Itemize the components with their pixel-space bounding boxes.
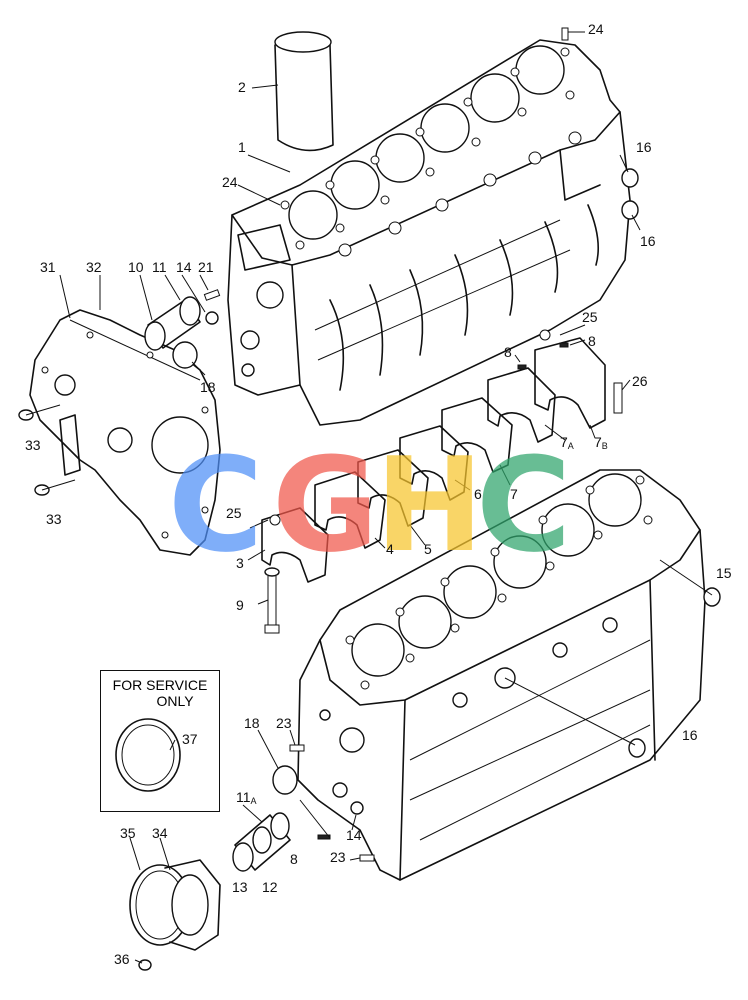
cylinder-liner (274, 31, 334, 152)
label-33-lower: 33 (46, 511, 62, 527)
label-16-upper-a: 16 (636, 139, 652, 155)
label-23-upper: 23 (276, 715, 292, 731)
bearing-cap-7a (487, 367, 556, 443)
pin-26 (613, 382, 623, 414)
label-7b-num: 7 (594, 434, 602, 450)
seal-18-upper (172, 341, 198, 369)
watermark-letter-c1: C (168, 429, 264, 581)
label-5: 5 (424, 541, 432, 557)
pin-21 (203, 289, 221, 301)
label-11: 11 (152, 259, 167, 275)
label-14-upper: 14 (176, 259, 192, 275)
rear-plate (29, 309, 221, 556)
for-service-only-box: FOR SERVICE ONLY (100, 670, 220, 812)
bolt-33-upper (18, 404, 61, 421)
bolt-33-lower (34, 479, 76, 496)
gasket-37 (115, 718, 181, 792)
bearing-cap-3 (261, 507, 329, 583)
label-3: 3 (236, 555, 244, 571)
plug-14-upper (205, 311, 219, 325)
pin-23-lower (359, 854, 375, 862)
watermark-letter-c2: C (476, 429, 572, 581)
label-18-lower: 18 (244, 715, 260, 731)
bearing-cap-6 (399, 425, 469, 501)
for-service-only-title: FOR SERVICE ONLY (101, 677, 219, 709)
label-16-upper-b: 16 (640, 233, 656, 249)
label-13: 13 (232, 879, 248, 895)
dowel-8-lower (317, 834, 331, 840)
label-1: 1 (238, 139, 246, 155)
plug-16-lower (628, 738, 646, 758)
label-9: 9 (236, 597, 244, 613)
label-12: 12 (262, 879, 278, 895)
cover-34 (164, 859, 221, 951)
label-34: 34 (152, 825, 168, 841)
cap-bolt-9 (264, 567, 280, 634)
label-11a-num: 11 (236, 789, 251, 805)
leader-lines (59, 31, 641, 964)
bearing-cap-7b (534, 329, 606, 429)
label-15: 15 (716, 565, 732, 581)
pin-23-upper (289, 744, 305, 752)
label-4: 4 (386, 541, 394, 557)
label-21: 21 (198, 259, 214, 275)
label-2: 2 (238, 79, 246, 95)
label-8-lower: 8 (290, 851, 298, 867)
label-8-upper-left: 8 (504, 344, 512, 360)
label-24-left: 24 (222, 174, 238, 190)
lower-cylinder-block (297, 469, 706, 881)
label-7a: 7A (560, 435, 574, 451)
callout-line-1: FOR SERVICE (112, 677, 208, 693)
label-7b: 7B (594, 435, 608, 451)
label-35: 35 (120, 825, 136, 841)
label-26: 26 (632, 373, 648, 389)
label-11a-sub: A (250, 796, 257, 806)
label-24-top: 24 (588, 21, 604, 37)
bearing-cap-7 (441, 397, 513, 473)
plug-16-upper-a (621, 168, 639, 188)
camshaft-bushing-upper (144, 296, 201, 351)
label-25-lower: 25 (226, 505, 242, 521)
label-6: 6 (474, 486, 482, 502)
label-37: 37 (182, 731, 198, 747)
label-8-upper-right: 8 (588, 333, 596, 349)
label-7a-num: 7 (560, 434, 568, 450)
upper-cylinder-block (227, 39, 631, 426)
label-25-upper: 25 (582, 309, 598, 325)
label-32: 32 (86, 259, 102, 275)
label-31: 31 (40, 259, 56, 275)
dowel-8-a (517, 364, 527, 370)
label-7b-sub: B (601, 441, 608, 451)
camshaft-bushing-lower (232, 812, 291, 872)
label-16-lower: 16 (682, 727, 698, 743)
label-14-lower: 14 (346, 827, 362, 843)
label-10: 10 (128, 259, 144, 275)
plug-16-upper-b (621, 200, 639, 220)
bearing-cap-4 (314, 471, 386, 549)
watermark-letter-h: H (375, 429, 484, 581)
seal-18-lower (272, 765, 298, 795)
label-11a: 11A (236, 790, 257, 806)
label-7: 7 (510, 486, 518, 502)
label-33-upper: 33 (25, 437, 41, 453)
dowel-8-b (559, 342, 569, 348)
watermark-letter-g: G (272, 429, 379, 581)
label-18-upper: 18 (200, 379, 216, 395)
label-7a-sub: A (567, 441, 574, 451)
dowel-24-top (561, 27, 569, 41)
label-36: 36 (114, 951, 130, 967)
callout-line-2: ONLY (156, 693, 194, 709)
plug-14-lower (350, 801, 364, 815)
bolt-36 (138, 959, 152, 971)
label-23-lower: 23 (330, 849, 346, 865)
bearing-cap-5 (357, 449, 429, 527)
